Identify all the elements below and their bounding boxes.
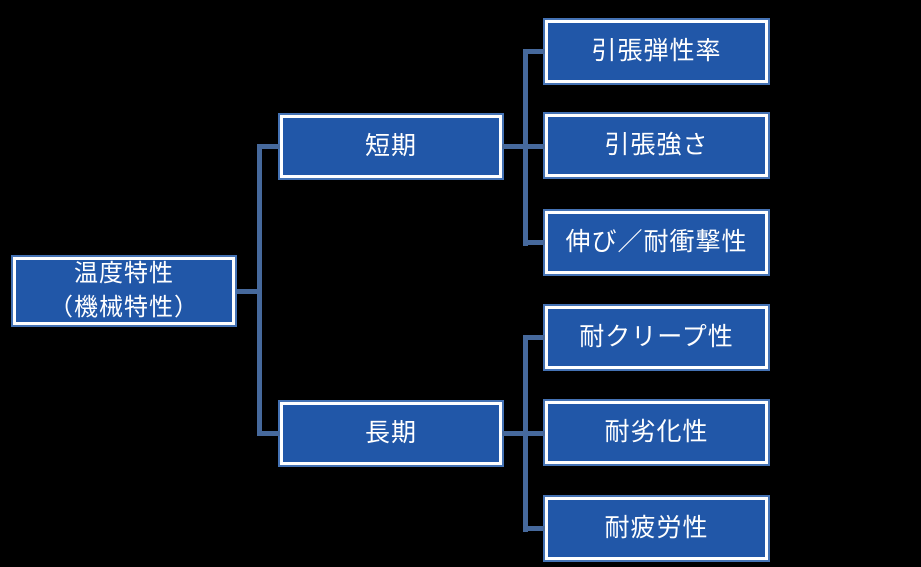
node-root-label-line1: 温度特性: [74, 260, 174, 288]
node-creep-resistance: 耐クリープ性: [545, 306, 768, 369]
node-tensile-modulus: 引張弾性率: [545, 20, 768, 83]
connector-root-horizontal: [237, 289, 259, 294]
connector-stub-elongation-impact: [523, 240, 545, 245]
node-root-label-line2: （機械特性）: [49, 294, 199, 321]
connector-right-bracket-bottom-vertical: [523, 335, 528, 532]
connector-right-bracket-top-vertical: [523, 49, 528, 246]
node-short-term: 短期: [280, 115, 502, 178]
connector-stub-short-term: [257, 144, 280, 149]
connector-stub-tensile-modulus: [523, 49, 545, 54]
connector-stub-fatigue-resistance: [523, 526, 545, 531]
node-creep-resistance-label: 耐クリープ性: [579, 323, 734, 351]
connector-left-bracket-vertical: [257, 144, 262, 435]
node-fatigue-resistance: 耐疲労性: [545, 497, 768, 560]
node-short-term-label: 短期: [364, 132, 417, 160]
node-degradation-resistance-label: 耐劣化性: [604, 418, 709, 446]
node-tensile-strength-label: 引張強さ: [604, 131, 709, 159]
node-long-term: 長期: [280, 402, 502, 465]
connector-stub-long-term: [257, 431, 280, 436]
connector-stub-creep-resistance: [523, 335, 545, 340]
node-fatigue-resistance-label: 耐疲労性: [604, 514, 709, 542]
node-long-term-label: 長期: [364, 419, 417, 447]
node-tensile-modulus-label: 引張弾性率: [591, 37, 722, 65]
node-degradation-resistance: 耐劣化性: [545, 401, 768, 464]
node-elongation-impact-resistance: 伸び／耐衝撃性: [545, 211, 768, 274]
node-elongation-impact-resistance-label: 伸び／耐衝撃性: [565, 228, 748, 256]
node-tensile-strength: 引張強さ: [545, 114, 768, 177]
node-root-temperature-characteristics: 温度特性 （機械特性）: [13, 257, 235, 325]
